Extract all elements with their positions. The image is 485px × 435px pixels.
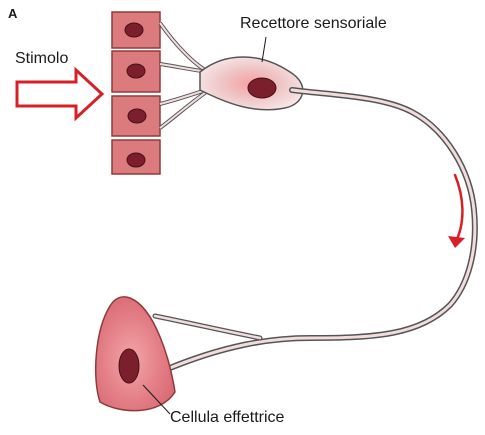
stimulus-label: Stimolo <box>15 50 68 68</box>
curved-down-arrow-icon <box>448 175 465 248</box>
outline-right-arrow-icon <box>17 70 102 118</box>
epithelial-cell-column <box>112 12 160 174</box>
cell-4-nucleus <box>127 153 145 167</box>
effector-cell-group <box>96 297 175 411</box>
cell-1-nucleus <box>125 23 143 37</box>
receptor-nucleus <box>248 78 276 98</box>
cell-3-nucleus <box>128 109 146 123</box>
effector-nucleus <box>119 349 139 383</box>
sensory-neuron <box>155 23 475 370</box>
cell-2-nucleus <box>127 64 145 78</box>
effector-cell-label: Cellula effettrice <box>170 409 284 427</box>
receptor-leader-line <box>262 37 266 62</box>
sensory-receptor-label: Recettore sensoriale <box>240 15 387 33</box>
panel-letter: A <box>8 6 17 21</box>
